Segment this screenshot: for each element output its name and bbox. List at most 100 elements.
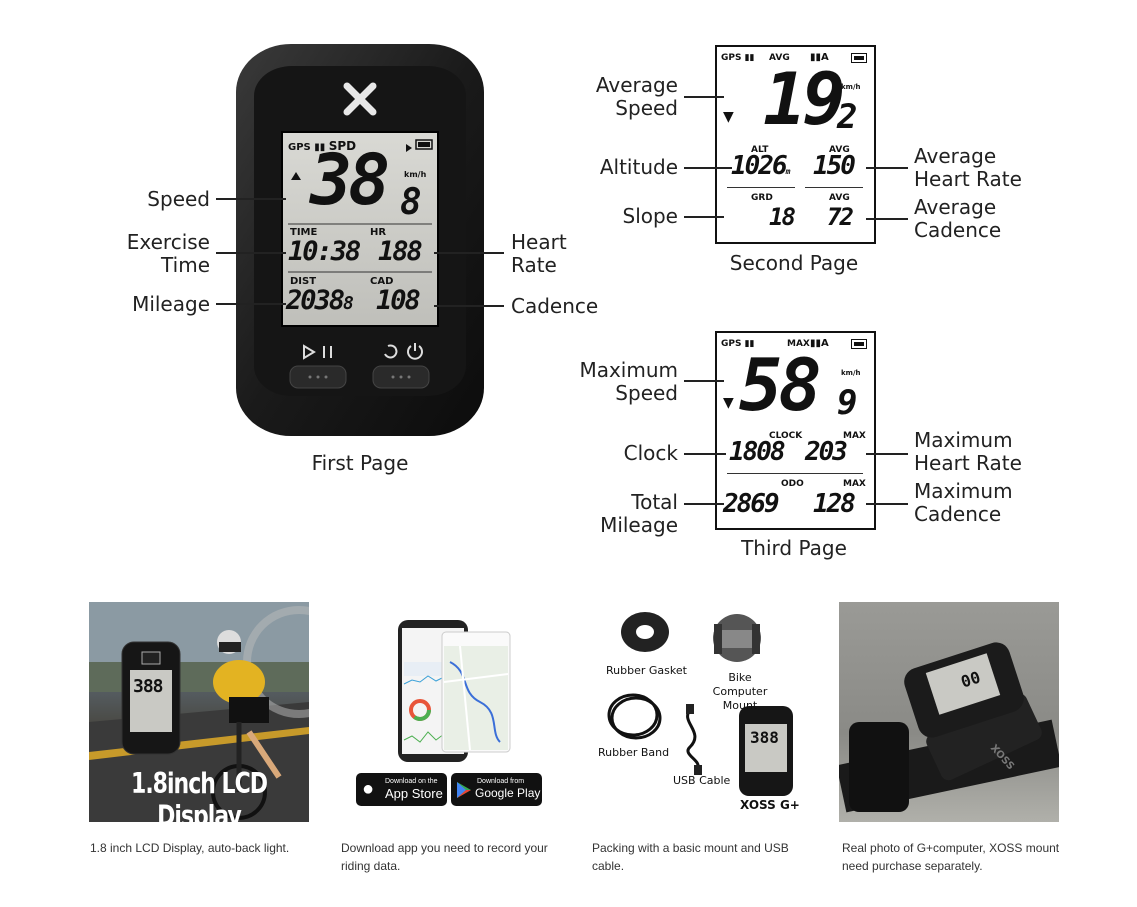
callout-max-hr-line [866,453,908,455]
fp-speed-decimal: 8 [400,182,422,223]
fp-speed-value: 38 [310,139,390,221]
callout-altitude: Altitude [599,155,678,179]
sp-alt-value: 1026m [731,151,790,181]
sp-speed-decimal: 2 [837,97,858,137]
fp-gps-status: GPS ▮▮ SPD [288,139,357,153]
tp-max-hr-value: 203 [805,437,848,467]
google-play-small-text: Download from [477,778,525,785]
sp-divider [727,187,795,188]
tile3-device-reading: 388 [750,728,779,747]
tp-speed-value: 58 [739,343,822,427]
google-play-icon [457,782,471,798]
app-store-small-text: Download on the [385,778,438,785]
tp-speed-unit: km/h [841,369,861,377]
sp-battery-icon [851,53,867,63]
tp-clock-value: 1808 [729,437,786,467]
callout-altitude-line [684,167,732,169]
tile1-device-reading: 388 [133,676,163,697]
tp-status: GPS ▮▮ [721,339,755,349]
sp-avg-hr-label: AVG [829,145,850,155]
callout-avg-cad-line [866,218,908,220]
fp-cad-label: CAD [370,276,394,287]
fp-cad-value: 108 [376,285,421,316]
fp-speed-unit: km/h [404,170,427,179]
tp-clock-label: CLOCK [769,431,803,441]
tile2-caption: Download app you need to record your rid… [341,841,548,873]
sp-down-arrow-icon: ▼ [723,109,734,125]
tile-real-photo: 00 XOSS [839,602,1059,822]
tile-package-contents: Rubber Gasket Bike Computer Mount Rubber… [590,602,810,822]
tile1-caption: 1.8 inch LCD Display, auto-back light. [90,841,290,855]
callout-clock: Clock [623,441,678,465]
fp-time-value: 10:38 [288,236,361,267]
sp-divider-2 [805,187,863,188]
callout-cadence-line [434,305,504,307]
callout-avg-speed-line [684,96,724,98]
callout-avg-hr-line [866,167,908,169]
callout-speed: Speed [147,187,210,211]
item-mount: Bike Computer Mount [712,671,768,712]
second-page-caption: Second Page [729,251,859,275]
callout-max-speed-line [684,380,724,382]
tile1-overlay-text: 1.8inch LCD Display [131,768,268,823]
tp-down-arrow-icon: ▼ [723,395,734,411]
second-page-screen: GPS ▮▮ AVG ▮▮A ▼ 19 2 km/h ALT 1026m AVG… [715,45,876,244]
third-page-caption: Third Page [741,536,847,560]
tp-battery-icon [851,339,867,349]
item-rubber-band: Rubber Band [598,746,670,759]
item-xoss-g-plus: XOSS G+ [740,798,800,812]
tp-odo-label: ODO [781,479,804,489]
callout-slope-line [684,216,724,218]
fp-hr-label: HR [370,227,387,238]
google-play-button[interactable]: Download from Google Play [451,773,542,806]
sp-avg-cad-value: 72 [827,203,854,231]
callout-mileage-line [216,303,286,305]
callout-heart-rate-line [434,252,504,254]
app-store-big-text: App Store [385,786,443,801]
third-page-screen: GPS ▮▮ MAX ▮▮A ▼ 58 9 km/h CLOCK 1808 MA… [715,331,876,530]
device-body [236,44,484,436]
fp-dist-value: 20388 [286,285,354,316]
sp-alt-label: ALT [751,145,769,155]
tp-max-cad-label: MAX [843,479,866,489]
cyclist-scene [89,602,309,822]
google-play-big-text: Google Play [475,786,541,800]
apple-icon: ● [362,778,375,800]
refresh-power-icon [384,343,423,360]
tile-app: ● Download on the App Store Download fro… [340,602,560,822]
callout-slope: Slope [622,204,679,228]
callout-cadence: Cadence [511,294,599,318]
tp-max-cad-value: 128 [813,489,856,519]
sp-signal-icon: ▮▮A [810,52,829,63]
tp-odo-value: 2869 [723,489,780,519]
fp-hr-value: 188 [378,236,423,267]
tile4-caption: Real photo of G+computer, XOSS mount nee… [842,841,1060,873]
package-items [607,612,793,796]
first-page-caption: First Page [311,451,409,475]
xoss-logo-icon [343,82,377,116]
callout-speed-line [216,198,286,200]
callout-clock-line [684,453,726,455]
sp-speed-value: 19 [763,57,846,141]
fp-time-label: TIME [290,227,318,238]
callout-total-mileage-line [684,503,724,505]
tp-mode: MAX [787,339,810,349]
sp-avg-hr-value: 150 [813,151,856,181]
sp-grd-label: GRD [751,193,773,203]
phone-mockup [398,620,511,762]
tile3-caption: Packing with a basic mount and USB cable… [592,841,789,873]
fp-dist-label: DIST [290,276,317,287]
handlebar-scene [839,642,1059,813]
tp-max-hr-label: MAX [843,431,866,441]
item-usb-cable: USB Cable [673,774,731,787]
sp-status: GPS ▮▮ [721,53,755,63]
app-store-button[interactable]: ● Download on the App Store [356,773,447,806]
tp-divider [727,473,863,474]
